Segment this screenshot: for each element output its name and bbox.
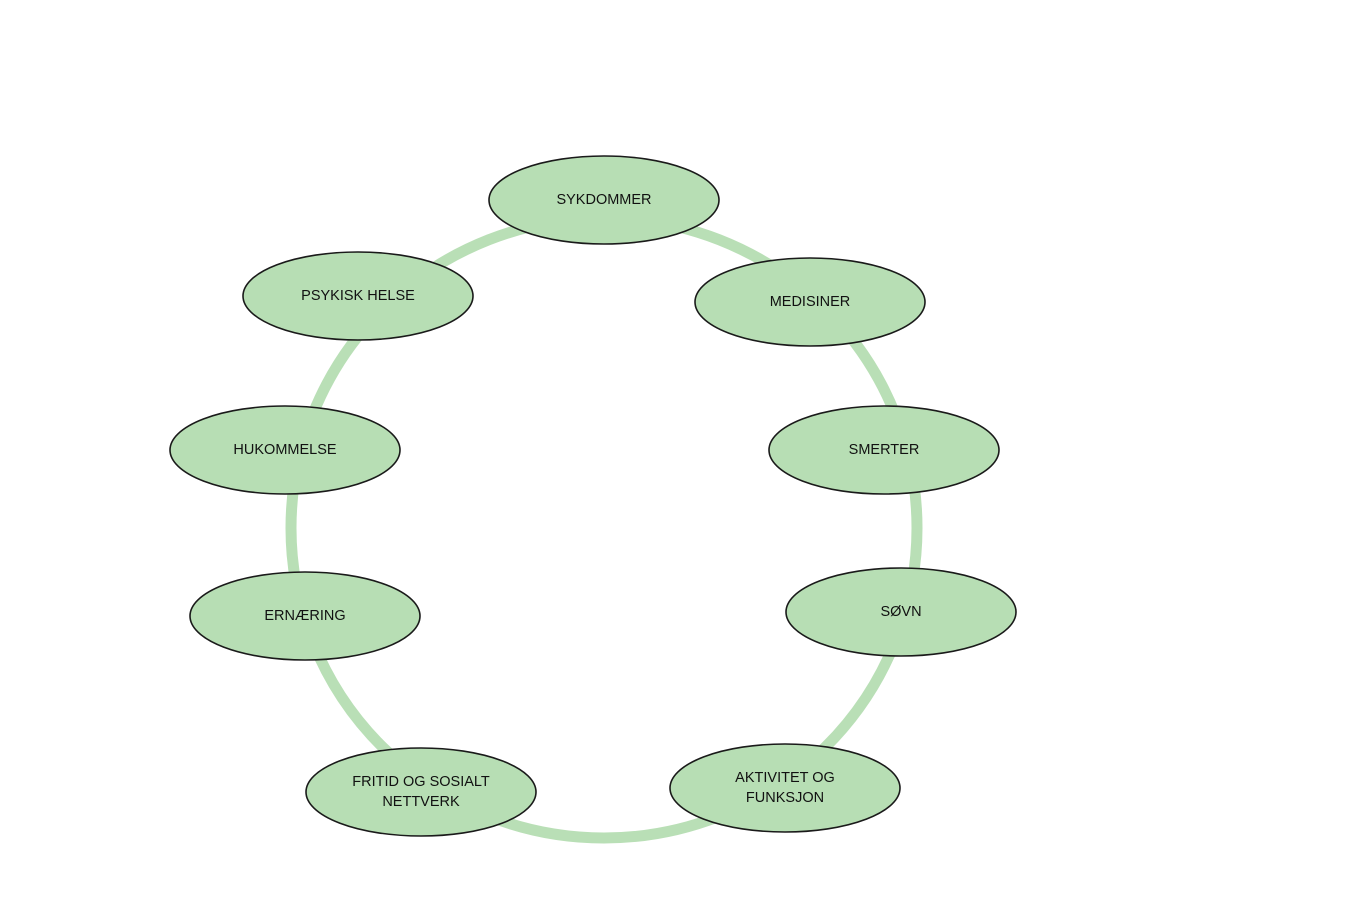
node-label-sykdommer: SYKDOMMER bbox=[556, 192, 651, 208]
node-psykisk: PSYKISK HELSE bbox=[242, 251, 474, 341]
node-ellipse-aktivitet bbox=[669, 743, 901, 833]
nodes-layer: SYKDOMMER MEDISINER SMERTER SØVN AKTIVITET O… bbox=[169, 155, 1017, 837]
node-ellipse-sovn bbox=[785, 567, 1017, 657]
node-label-medisiner: MEDISINER bbox=[770, 294, 851, 310]
node-ellipse-psykisk bbox=[242, 251, 474, 341]
node-label-aktivitet-line-2: FUNKSJON bbox=[746, 790, 824, 806]
node-ellipse-sykdommer bbox=[488, 155, 720, 245]
node-label-hukommelse: HUKOMMELSE bbox=[233, 442, 336, 458]
node-label-psykisk: PSYKISK HELSE bbox=[301, 288, 415, 304]
node-ernaering: ERNÆRING bbox=[189, 571, 421, 661]
node-sykdommer: SYKDOMMER bbox=[488, 155, 720, 245]
node-ellipse-smerter bbox=[768, 405, 1000, 495]
node-fritid: FRITID OG SOSIALT NETTVERK bbox=[305, 747, 537, 837]
node-label-ernaering: ERNÆRING bbox=[264, 608, 345, 624]
node-aktivitet: AKTIVITET OG FUNKSJON bbox=[669, 743, 901, 833]
node-smerter: SMERTER bbox=[768, 405, 1000, 495]
node-sovn: SØVN bbox=[785, 567, 1017, 657]
node-ellipse-medisiner bbox=[694, 257, 926, 347]
node-medisiner: MEDISINER bbox=[694, 257, 926, 347]
node-label-smerter: SMERTER bbox=[849, 442, 920, 458]
node-ellipse-hukommelse bbox=[169, 405, 401, 495]
node-ellipse-fritid bbox=[305, 747, 537, 837]
node-label-fritid-line-1: FRITID OG SOSIALT bbox=[352, 774, 490, 790]
node-label-sovn: SØVN bbox=[880, 604, 921, 620]
node-hukommelse: HUKOMMELSE bbox=[169, 405, 401, 495]
node-label-fritid-line-2: NETTVERK bbox=[382, 794, 460, 810]
node-ellipse-ernaering bbox=[189, 571, 421, 661]
node-label-aktivitet-line-1: AKTIVITET OG bbox=[735, 770, 835, 786]
